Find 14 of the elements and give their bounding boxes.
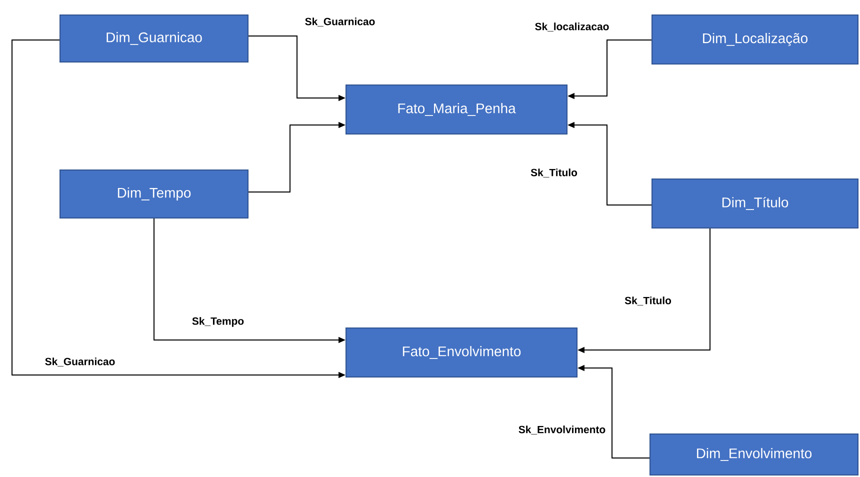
table-box: Dim_Título: [652, 178, 858, 228]
edge-label: Sk_Tempo: [190, 316, 246, 328]
table-box: Dim_Envolvimento: [650, 434, 858, 476]
edge-label: Sk_Guarnicao: [44, 356, 116, 368]
edge-label: Sk_Guarnicao: [304, 16, 376, 28]
edge-label: Sk_Titulo: [624, 296, 672, 306]
table-box: Fato_Maria_Penha: [346, 84, 568, 134]
table-box: Dim_Localização: [652, 14, 858, 64]
table-box: Dim_Tempo: [60, 170, 248, 218]
edge-label: Sk_Envolvimento: [517, 424, 607, 436]
table-box: Fato_Envolvimento: [346, 328, 578, 378]
table-box: Dim_Guarnicao: [60, 14, 248, 62]
edge-label: Sk_Titulo: [530, 168, 578, 178]
edge-label: Sk_localizacao: [534, 22, 610, 32]
